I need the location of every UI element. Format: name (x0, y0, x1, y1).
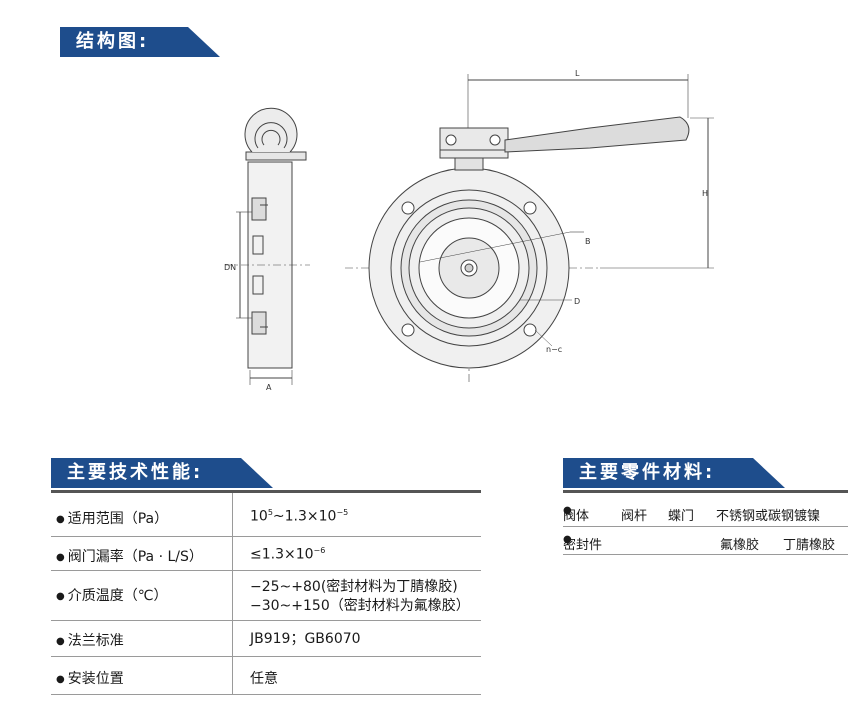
tech-table-top-rule (51, 490, 481, 493)
parts-title-banner: 主要零件材料: (563, 458, 785, 488)
spec-value-position: 任意 (250, 671, 278, 687)
dim-label-B: B (585, 237, 591, 246)
spec-label-position: ●安装位置 (56, 671, 124, 687)
dim-label-A: A (266, 383, 272, 392)
tech-table-divider (232, 493, 233, 695)
banner-shape (51, 458, 273, 488)
dim-label-D: D (574, 297, 580, 306)
structure-title-banner: 结构图: (60, 27, 220, 57)
spec-label-leak: ●阀门漏率（Pa · L/S） (56, 549, 203, 565)
banner-shape (60, 27, 220, 57)
parts-row-body: ●阀体 阀杆 蝶门 不锈钢或碳钢镀镍 (563, 505, 821, 524)
spec-value-range: 105~1.3×10−5 (250, 508, 349, 525)
parts-table-top-rule (563, 490, 848, 493)
front-view (345, 74, 714, 385)
tech-title: 主要技术性能: (67, 462, 204, 483)
spec-value-temp-2: −30~+150（密封材料为氟橡胶） (250, 598, 470, 614)
dim-label-nc: n−c (546, 345, 562, 354)
parts-row-seal: ●密封件 氟橡胶 丁腈橡胶 (563, 534, 836, 553)
dim-label-DN: DN (224, 263, 236, 272)
tech-title-banner: 主要技术性能: (51, 458, 273, 488)
valve-structure-drawing: L H DN A B D n−c (224, 69, 714, 392)
side-view (225, 107, 310, 385)
spec-value-temp-1: −25~+80(密封材料为丁腈橡胶) (250, 579, 458, 595)
banner-shape (563, 458, 785, 488)
spec-value-flange: JB919；GB6070 (250, 631, 361, 647)
spec-label-flange: ●法兰标准 (56, 633, 124, 649)
structure-title: 结构图: (76, 31, 150, 52)
parts-title: 主要零件材料: (579, 462, 716, 483)
spec-label-range: ●适用范围（Pa） (56, 511, 169, 527)
dim-label-L: L (575, 69, 580, 78)
spec-label-temperature: ●介质温度（℃） (56, 588, 168, 604)
dim-label-H: H (702, 189, 708, 198)
spec-value-leak: ≤1.3×10−6 (250, 546, 326, 563)
